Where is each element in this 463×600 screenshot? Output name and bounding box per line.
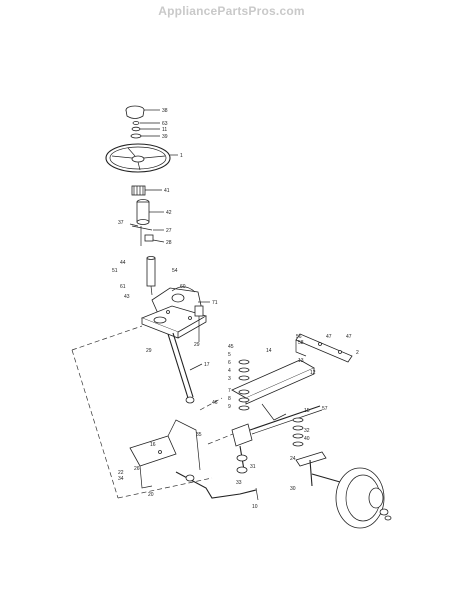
- callout-56: 56: [296, 334, 302, 340]
- left-spindle: [231, 423, 253, 474]
- steering-wheel: [105, 143, 171, 173]
- callout-labels: 38 63 11 39 1 41 42 37 27 28 44 51 54 61…: [112, 108, 359, 510]
- callout-8: 8: [228, 396, 231, 402]
- callout-45: 45: [228, 344, 234, 350]
- callout-26: 26: [134, 466, 140, 472]
- callout-58: 58: [298, 340, 304, 346]
- axle-support-bracket: [295, 333, 353, 363]
- pinion-bracket: [194, 305, 204, 338]
- callout-31: 31: [250, 464, 256, 470]
- lower-left-bracket: [129, 419, 201, 489]
- callout-27: 27: [166, 228, 172, 234]
- callout-28: 28: [166, 240, 172, 246]
- callout-40: 40: [304, 436, 310, 442]
- callout-2: 2: [356, 350, 359, 356]
- callout-42: 42: [166, 210, 172, 216]
- front-wheel: [335, 467, 392, 529]
- callout-32: 32: [304, 428, 310, 434]
- steering-wheel-cap: [125, 105, 145, 119]
- callout-10: 10: [252, 504, 258, 510]
- callout-3: 3: [228, 376, 231, 382]
- callout-71: 71: [212, 300, 218, 306]
- callout-17: 17: [204, 362, 210, 368]
- callout-11: 11: [162, 127, 167, 133]
- steering-bushing: [136, 199, 150, 225]
- cap-hardware: [130, 121, 142, 139]
- callout-60: 60: [180, 284, 186, 290]
- steering-mount-plate: [140, 305, 208, 339]
- callout-39: 39: [162, 134, 168, 140]
- front-axle: [231, 359, 315, 421]
- callout-14: 14: [266, 348, 272, 354]
- callout-46: 46: [212, 400, 218, 406]
- callout-30: 30: [290, 486, 296, 492]
- drag-link: [167, 332, 195, 404]
- callout-37: 37: [118, 220, 124, 226]
- callout-4: 4: [228, 368, 231, 374]
- reference-lines: [71, 325, 239, 499]
- callout-5: 5: [228, 352, 231, 358]
- callout-29: 29: [194, 342, 200, 348]
- callout-20: 20: [148, 492, 154, 498]
- callout-41: 41: [164, 188, 170, 194]
- callout-47: 47: [326, 334, 332, 340]
- callout-9: 9: [228, 404, 231, 410]
- callout-38: 38: [162, 108, 168, 114]
- callout-54: 54: [172, 268, 178, 274]
- steering-shaft: [146, 256, 156, 296]
- callout-44: 44: [120, 260, 126, 266]
- callout-51: 51: [112, 268, 118, 274]
- callout-12: 12: [310, 370, 316, 376]
- callout-33: 33: [236, 480, 242, 486]
- tie-rod: [249, 405, 323, 435]
- callout-29b: 29: [146, 348, 152, 354]
- callout-61: 61: [120, 284, 126, 290]
- bolt-and-nut: [131, 225, 154, 246]
- callout-47b: 47: [346, 334, 352, 340]
- callout-16: 16: [150, 442, 156, 448]
- callout-34: 34: [118, 476, 124, 482]
- linkage-rod: [175, 471, 259, 501]
- callout-63: 63: [162, 121, 168, 127]
- callout-1: 1: [180, 153, 183, 159]
- left-hardware-stack: [238, 359, 250, 411]
- callout-7: 7: [228, 388, 231, 394]
- right-hardware-stack: [292, 417, 304, 447]
- callout-35: 35: [196, 432, 202, 438]
- steering-adapter: [131, 185, 146, 196]
- watermark: AppliancePartsPros.com: [158, 4, 305, 18]
- callout-43: 43: [124, 294, 130, 300]
- callout-leaders: [129, 109, 210, 371]
- callout-22: 22: [118, 470, 124, 476]
- callout-6: 6: [228, 360, 231, 366]
- callout-24: 24: [290, 456, 296, 462]
- callout-57: 57: [322, 406, 328, 412]
- right-spindle: [295, 451, 341, 487]
- callout-13: 13: [298, 358, 304, 364]
- callout-15: 15: [304, 408, 310, 414]
